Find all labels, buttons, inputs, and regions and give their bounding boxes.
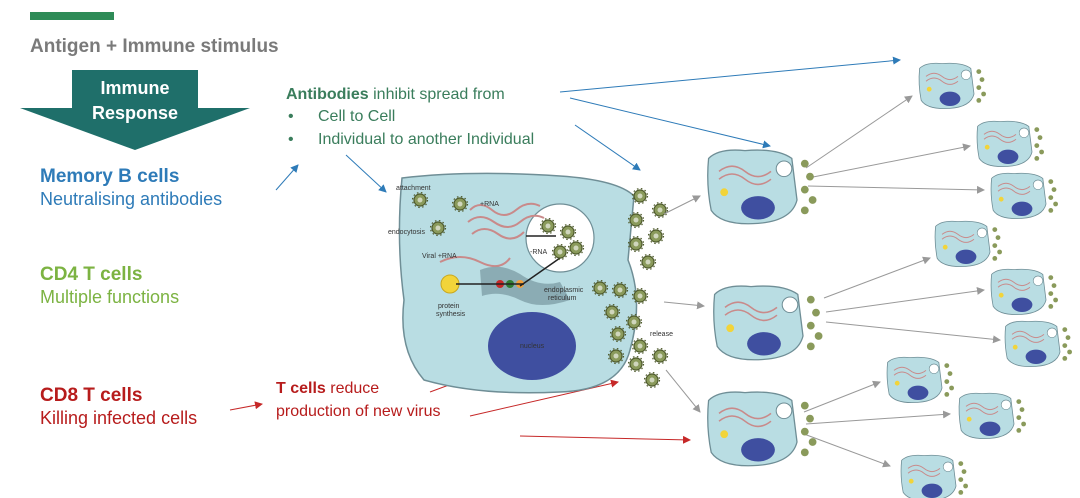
tcells-bold: T cells [276, 380, 326, 397]
label-attachment: attachment [396, 185, 431, 192]
nucleus-shape [488, 312, 576, 380]
tcells-heading: T cells reduce [276, 380, 379, 398]
memory-b-title: Memory B cells [40, 166, 180, 187]
daughter-cells [706, 62, 1073, 498]
immune-response-line2: Response [91, 103, 179, 123]
arrow-antibodies-cell1 [569, 97, 771, 149]
arrow-cd8-to-tcells [229, 401, 263, 411]
label-er1: endoplasmic [544, 287, 584, 294]
label-protein: protein [438, 303, 460, 310]
cd8-title: CD8 T cells [40, 385, 143, 406]
bullet-1: • [288, 108, 294, 125]
infected-cell: attachment endocytosis +RNA -RNA Viral +… [388, 172, 673, 394]
label-minus-rna: -RNA [530, 249, 547, 256]
antibodies-item-1: • Cell to Cell [288, 108, 395, 126]
label-synthesis: synthesis [436, 311, 466, 318]
immune-response-arrow [20, 70, 250, 150]
immune-response-label: Immune Response [72, 76, 198, 126]
label-nucleus: nucleus [520, 343, 545, 350]
antibodies-item-2: • Individual to another Individual [288, 131, 534, 149]
antibodies-rest: inhibit spread from [368, 86, 505, 103]
tcells-line2: production of new virus [276, 403, 441, 420]
bullet-2: • [288, 131, 294, 148]
arrow-antibodies-to-cell [345, 154, 387, 193]
vesicle-shape [525, 203, 595, 273]
label-release: release [650, 331, 673, 338]
arrow-antibodies-individual [559, 56, 901, 93]
tcells-rest: reduce [325, 380, 380, 397]
cd8-desc: Killing infected cells [40, 408, 198, 428]
daughter-cell-1 [706, 149, 818, 225]
antibodies-item-2-text: Individual to another Individual [318, 131, 535, 148]
subtitle: Antigen + Immune stimulus [30, 36, 279, 57]
label-er2: reticulum [548, 295, 577, 302]
cd4-desc: Multiple functions [40, 287, 180, 307]
arrow-tcells-to-cell3 [519, 435, 691, 444]
memory-b-desc: Neutralising antibodies [40, 189, 223, 209]
immune-response-line1: Immune [100, 78, 170, 98]
daughter-cell-3 [706, 391, 818, 467]
daughter-cell-2 [712, 285, 824, 361]
antibodies-bold: Antibodies [286, 86, 369, 103]
label-viral-rna: Viral +RNA [422, 253, 457, 260]
label-endocytosis: endocytosis [388, 229, 425, 236]
arrow-mb-to-antibodies [275, 164, 299, 191]
header-accent-bar [30, 12, 114, 20]
antibodies-item-1-text: Cell to Cell [318, 108, 396, 125]
arrow-tcells-to-release [469, 379, 619, 417]
label-plus-rna: +RNA [480, 201, 499, 208]
cd4-title: CD4 T cells [40, 264, 143, 285]
antibodies-heading: Antibodies inhibit spread from [286, 86, 505, 104]
arrow-antibodies-cell2 [574, 124, 641, 171]
